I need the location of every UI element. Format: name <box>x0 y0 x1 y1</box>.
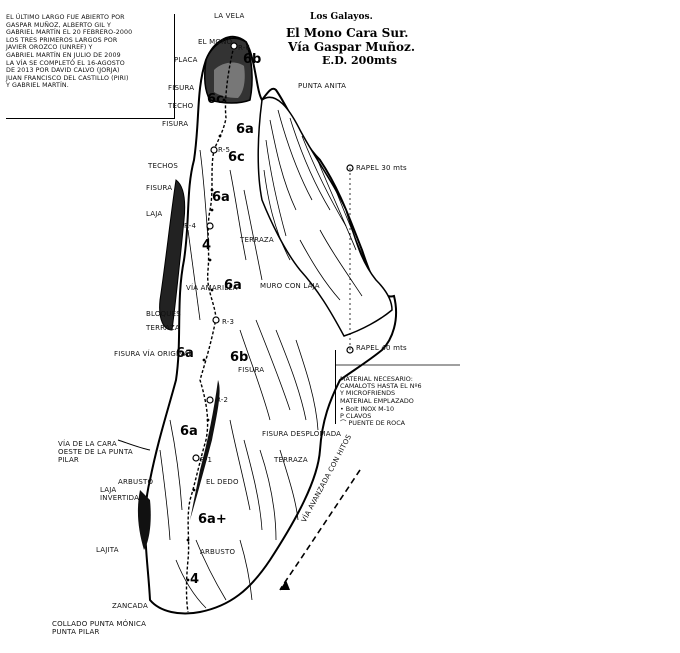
label-laja-invertida: LAJA INVERTIDA <box>100 486 140 502</box>
label-arbusto-2: ARBUSTO <box>200 548 236 556</box>
belay-r3 <box>212 316 220 324</box>
left-shadow <box>159 179 186 331</box>
legend-line: P CLAVOS <box>340 412 372 420</box>
title-line-4: E.D. 200mts <box>322 54 397 67</box>
grade-pitch-2b: 6b <box>230 350 249 365</box>
legend-line: ⌒ PUENTE DE ROCA <box>340 419 406 427</box>
grade-pitch-5b: 6a <box>236 122 254 137</box>
label-punta-anita: PUNTA ANITA <box>298 82 347 90</box>
label-zancada: ZANCADA <box>112 602 148 610</box>
grade-pitch-1b: 6a <box>180 424 198 439</box>
approach-arrow-icon <box>280 580 290 590</box>
note-line: LA VÍA SE COMPLETÓ EL 16-AGOSTO <box>6 59 125 67</box>
label-el-dedo: EL DEDO <box>206 478 239 486</box>
grade-pitch-5c: 6c <box>228 150 245 165</box>
right-tower-hatching <box>263 109 369 301</box>
legend-line: CAMALOTS HASTA EL Nº6 <box>340 382 422 390</box>
label-terraza-3: TERRAZA <box>274 456 308 464</box>
center-crack-shadow <box>190 380 220 520</box>
grade-pitch-4: 6a <box>212 190 230 205</box>
bolts <box>186 98 226 582</box>
grade-pitch-4b: 4 <box>202 238 212 253</box>
grade-pitch-5a: 6c <box>207 92 224 107</box>
legend-line: Y MICROFRIENDS <box>340 389 396 397</box>
legend: MATERIAL NECESARIO: CAMALOTS HASTA EL Nº… <box>335 350 456 427</box>
grade-pitch-1: 6a+ <box>198 512 227 527</box>
belay-r6 <box>230 42 238 50</box>
grade-pitch-2a: 6a <box>176 346 194 361</box>
label-fisura-4: FISURA <box>238 366 265 374</box>
lower-face-hatching <box>159 149 319 609</box>
label-rapel-40: RAPEL 40 mts <box>356 344 407 352</box>
label-via-amarilla: VÍA AMARILLA <box>186 284 238 292</box>
approach-path <box>279 469 361 591</box>
grade-pitch-3: 6a <box>224 278 242 293</box>
note-line: JUAN FRANCISCO DEL CASTILLO (PIRI) <box>6 74 129 82</box>
legend-line: • Bolt INOX M-10 <box>340 405 395 413</box>
label-terraza-1: TERRAZA <box>240 236 274 244</box>
note-line: GABRIEL MARTÍN EN JULIO DE 2009 <box>6 51 121 59</box>
label-fisura-2: FISURA <box>162 120 189 128</box>
note-line: JAVIER OROZCO (UNREF) Y <box>6 44 93 52</box>
title-line-3: Vía Gaspar Muñoz. <box>288 40 415 54</box>
belay-label-r3: R-3 <box>222 318 235 326</box>
label-fisura-desplomada: FISURA DESPLOMADA <box>262 430 342 438</box>
label-fisura-3: FISURA <box>146 184 173 192</box>
grade-pitch-6: 6b <box>243 52 262 67</box>
west-face-pointer <box>117 439 151 451</box>
label-bloques: BLOQUES <box>146 310 181 318</box>
belay-label-r1: R-1 <box>200 456 213 464</box>
label-via-cara-oeste: VÍA DE LA CARA OESTE DE LA PUNTA PILAR <box>58 440 133 464</box>
label-laja-1: LAJA <box>146 210 163 218</box>
note-line: GASPAR MUÑOZ, ALBERTO GIL Y <box>6 21 111 29</box>
label-fisura-via-original: FISURA VÍA ORIGINAL <box>114 350 193 358</box>
label-fisura-1: FISURA <box>168 84 195 92</box>
summit-highlight <box>214 62 245 98</box>
belay-label-r6: R-6 <box>238 44 251 52</box>
label-muro-con-laja: MURO CON LAJA <box>260 282 320 290</box>
note-line: EL ÚLTIMO LARGO FUE ABIERTO POR <box>6 14 125 21</box>
legend-line: MATERIAL NECESARIO: <box>340 375 413 383</box>
belay-label-r2: R-2 <box>216 396 229 404</box>
label-placa: PLACA <box>174 56 198 64</box>
note-line: Y GABRIEL MARTÍN. <box>6 82 69 90</box>
left-lower-shadow <box>137 490 151 550</box>
label-lajita: LAJITA <box>96 546 119 554</box>
label-el-mono: EL MONO <box>198 38 233 46</box>
label-rapel-30: RAPEL 30 mts <box>356 164 407 172</box>
title-line-2: El Mono Cara Sur. <box>286 26 409 40</box>
belay-label-r5: R-5 <box>218 146 231 154</box>
label-arbusto-1: ARBUSTO <box>118 478 154 486</box>
belay-r1 <box>192 454 200 462</box>
label-techos: TECHOS <box>148 162 179 170</box>
label-la-vela: LA VELA <box>214 12 245 20</box>
label-terraza-2: TERRAZA <box>146 324 180 332</box>
label-techo: TECHO <box>168 102 194 110</box>
belay-label-r4: R-4 <box>184 222 197 230</box>
note-line: GABRIEL MARTÍN EL 20 FEBRERO-2000 <box>6 29 133 37</box>
rock-outline <box>144 35 398 615</box>
history-note: EL ÚLTIMO LARGO FUE ABIERTO POR GASPAR M… <box>6 14 175 119</box>
legend-line: MATERIAL EMPLAZADO <box>340 397 414 405</box>
belay-r2 <box>206 396 214 404</box>
grade-approach: 4 <box>190 572 200 587</box>
note-line: LOS TRES PRIMEROS LARGOS POR <box>6 36 118 44</box>
note-line: DE 2013 POR DAVID CALVO (JORJA) <box>6 67 120 75</box>
belay-r5 <box>210 146 218 154</box>
title-line-1: Los Galayos. <box>310 12 373 22</box>
belay-r4 <box>206 222 214 230</box>
belay-stations <box>192 42 354 462</box>
label-collado: COLLADO PUNTA MÓNICA PUNTA PILAR <box>52 620 147 636</box>
